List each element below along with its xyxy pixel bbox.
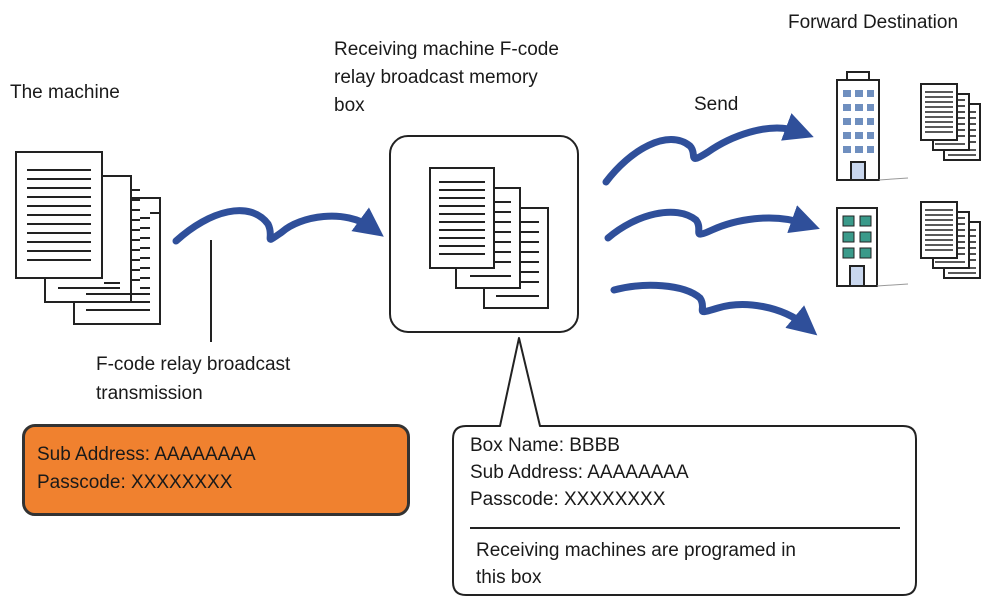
memory-box [389, 135, 579, 333]
send-arrow-icon [172, 207, 384, 245]
send-arrow-icon [602, 113, 814, 186]
receiving-box-label: Receiving machine F-code relay broadcast… [334, 39, 559, 116]
send-arrow-icon [610, 281, 818, 336]
send-arrow-icon [604, 205, 820, 242]
box-settings-text: Box Name: BBBB Sub Address: AAAAAAAA Pas… [470, 432, 900, 513]
document-stack-icon [920, 83, 981, 161]
forward-destination-label: Forward Destination [788, 12, 959, 33]
relay-transmission-label: F-code relay broadcast transmission [96, 354, 291, 404]
building-icon [836, 71, 909, 181]
sender-passcode: Passcode: XXXXXXXX [37, 472, 233, 493]
send-label: Send [694, 94, 739, 115]
box-settings-callout [452, 337, 917, 596]
document-stack-icon [920, 201, 981, 279]
box-name: Box Name: BBBB [470, 435, 620, 456]
document-stack-icon [15, 151, 161, 325]
office-building-icon [836, 207, 909, 287]
box-sub-address: Sub Address: AAAAAAAA [470, 462, 689, 483]
sender-sub-address: Sub Address: AAAAAAAA [37, 444, 256, 465]
sender-machine-label: The machine [10, 82, 120, 103]
sender-settings-box: Sub Address: AAAAAAAA Passcode: XXXXXXXX [23, 425, 409, 515]
box-note: Receiving machines are programed in this… [476, 540, 796, 588]
box-passcode: Passcode: XXXXXXXX [470, 489, 666, 510]
